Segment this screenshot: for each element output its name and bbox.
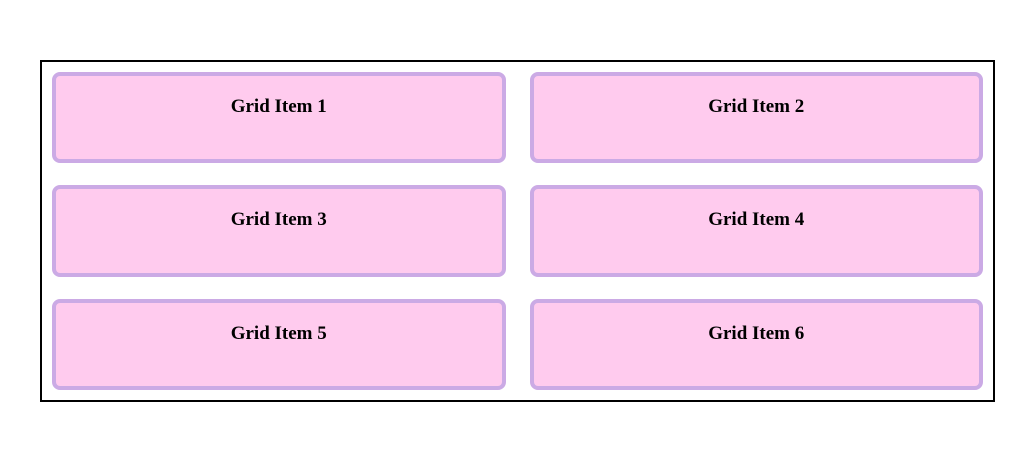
grid-item-label: Grid Item 5: [230, 322, 327, 344]
grid-item-6: Grid Item 6: [529, 298, 983, 390]
grid-item-label: Grid Item 2: [708, 96, 805, 117]
grid-item-5: Grid Item 5: [52, 298, 506, 390]
grid-item-2: Grid Item 2: [529, 72, 983, 164]
grid-item-label: Grid Item 4: [708, 209, 805, 231]
grid-item-1: Grid Item 1: [52, 72, 506, 164]
grid-item-3: Grid Item 3: [52, 185, 506, 277]
grid-item-label: Grid Item 3: [230, 209, 327, 231]
grid-item-label: Grid Item 6: [708, 322, 805, 344]
grid-container: Grid Item 1 Grid Item 2 Grid Item 3 Grid…: [40, 60, 995, 402]
grid-item-label: Grid Item 1: [230, 96, 327, 117]
grid-item-4: Grid Item 4: [529, 185, 983, 277]
